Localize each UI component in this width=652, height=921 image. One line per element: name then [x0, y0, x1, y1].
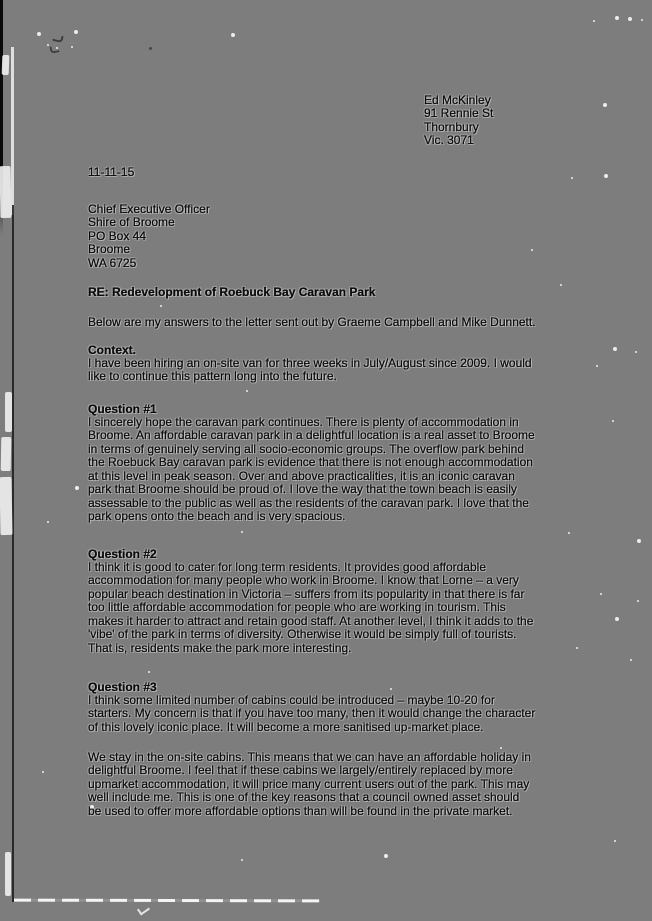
- text-line: I think it is good to cater for long ter…: [88, 560, 486, 574]
- text-line: 'vibe' of the park in terms of diversity…: [88, 627, 517, 642]
- text-line: delightful Broome. I feel that if these …: [88, 763, 513, 778]
- text-line: popular beach destination in Victoria – …: [88, 586, 525, 601]
- text-line: of this lovely iconic place. It will bec…: [88, 719, 484, 734]
- section-heading-question-3: Question #3: [88, 680, 157, 694]
- text-line: at this level in peak season. Over and a…: [88, 468, 515, 483]
- text-line: park that Broome should be proud of. I l…: [88, 482, 517, 497]
- section-paragraph: I have been hiring an on-site van for th…: [88, 356, 532, 384]
- scan-white-patch: [5, 392, 12, 432]
- text-line: makes it harder to attract and retain go…: [88, 613, 534, 628]
- text-line: park opens onto the beach and is very sp…: [88, 509, 346, 524]
- text-line: We stay in the on-site cabins. This mean…: [88, 750, 531, 764]
- section-paragraph: We stay in the on-site cabins. This mean…: [88, 750, 531, 818]
- pencil-mark: [149, 47, 152, 50]
- scan-white-patch: [5, 852, 11, 896]
- text-line: in terms of genuinely serving all socio-…: [88, 441, 525, 456]
- text-line: Chief Executive Officer: [88, 202, 210, 216]
- text-line: accommodation for many people who work i…: [88, 573, 519, 588]
- text-line: assessable to the public as well as the …: [88, 495, 529, 510]
- text-line: WA 6725: [88, 255, 137, 270]
- text-line: Broome: [88, 242, 131, 257]
- letter-date: 11-11-15: [88, 165, 135, 179]
- section-paragraph: I sincerely hope the caravan park contin…: [88, 415, 535, 524]
- scan-edge-white-streak: [11, 47, 14, 215]
- text-line: upmarket accommodation, it will price ma…: [88, 776, 530, 791]
- scan-edge-dark-line: [12, 205, 14, 902]
- text-line: Broome. An affordable caravan park in a …: [88, 428, 535, 443]
- text-line: PO Box 44: [88, 228, 147, 243]
- text-line: That is, residents make the park more in…: [88, 640, 352, 655]
- text-line: the Roebuck Bay caravan park is evidence…: [88, 455, 533, 470]
- text-line: be used to offer more affordable options…: [88, 803, 513, 818]
- section-heading-context: Context.: [88, 343, 136, 357]
- text-line: I sincerely hope the caravan park contin…: [88, 415, 519, 429]
- section-heading-question-1: Question #1: [88, 402, 157, 416]
- text-line: well include me. This is one of the key …: [88, 790, 520, 805]
- text-line: like to continue this pattern long into …: [88, 369, 337, 384]
- text-line: too little affordable accommodation for …: [88, 600, 506, 615]
- section-paragraph: I think it is good to cater for long ter…: [88, 560, 534, 655]
- text-line: Ed McKinley: [424, 93, 491, 107]
- text-line: Shire of Broome: [88, 215, 175, 230]
- text-line: Vic. 3071: [424, 133, 474, 148]
- text-line: 91 Rennie St: [424, 106, 494, 121]
- text-line: I think some limited number of cabins co…: [88, 693, 495, 707]
- intro-line: Below are my answers to the letter sent …: [88, 315, 536, 329]
- text-line: Thornbury: [424, 119, 479, 134]
- text-line: I have been hiring an on-site van for th…: [88, 356, 532, 370]
- section-heading-question-2: Question #2: [88, 547, 157, 561]
- subject-line: RE: Redevelopment of Roebuck Bay Caravan…: [88, 285, 376, 299]
- scan-edge-black-strip: [0, 0, 3, 235]
- section-paragraph: I think some limited number of cabins co…: [88, 693, 536, 734]
- text-line: starters. My concern is that if you have…: [88, 706, 536, 721]
